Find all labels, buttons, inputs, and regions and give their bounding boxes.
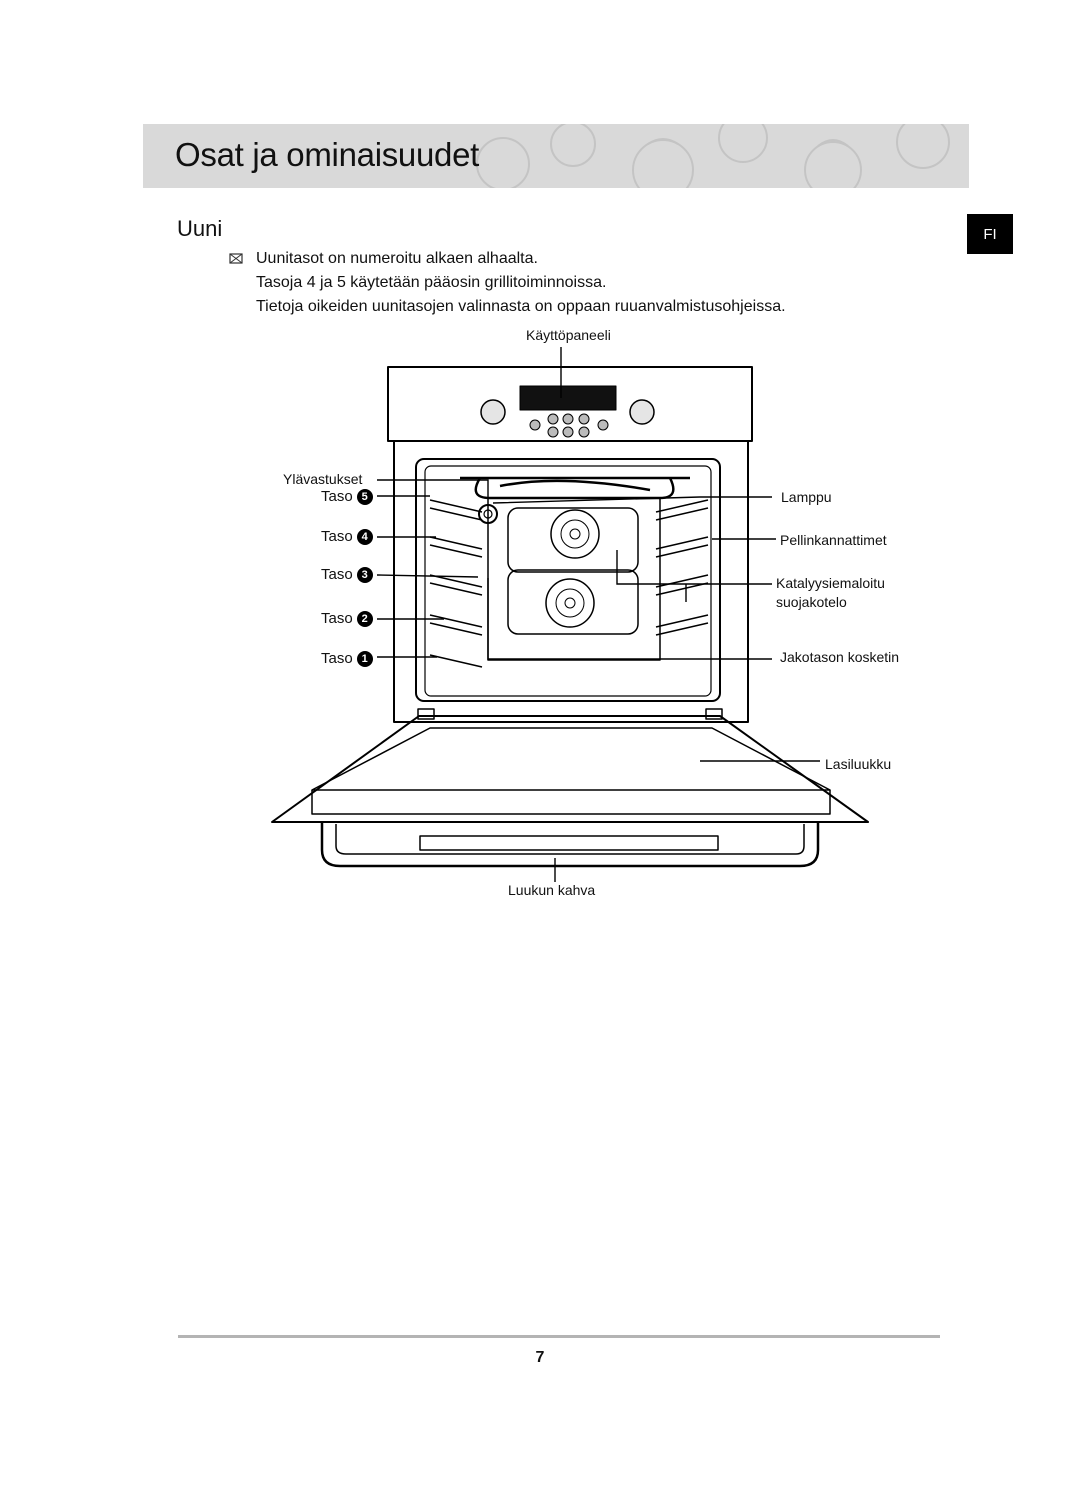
control-button [547, 413, 559, 425]
page-number: 7 [535, 1349, 545, 1366]
label-divider-sensor: Jakotason kosketin [780, 649, 900, 665]
level-text: Taso [321, 528, 353, 545]
note-line: Uunitasot on numeroitu alkaen alhaalta. [256, 250, 538, 267]
level-1-label: Taso 1 [321, 650, 373, 668]
level-5-label: Taso 5 [321, 488, 373, 506]
control-button [597, 419, 609, 431]
note-icon [229, 253, 243, 264]
label-glass-door: Lasiluukku [825, 756, 892, 772]
level-number-badge: 5 [356, 489, 373, 505]
note-line: Tietoja oikeiden uunitasojen valinnasta … [256, 298, 786, 315]
fan-icon [550, 509, 600, 559]
level-3-label: Taso 3 [321, 566, 373, 584]
control-button [578, 413, 590, 425]
top-heater [460, 476, 690, 500]
door-handle [320, 822, 820, 868]
level-text: Taso [321, 566, 353, 583]
level-number-badge: 1 [356, 651, 373, 667]
control-button [529, 419, 541, 431]
display-panel [519, 385, 617, 411]
level-text: Taso [321, 488, 353, 505]
level-number-badge: 3 [356, 567, 373, 583]
control-button [578, 426, 590, 438]
level-number-badge: 4 [356, 529, 373, 545]
control-button [562, 413, 574, 425]
control-button [547, 426, 559, 438]
level-4-label: Taso 4 [321, 528, 373, 546]
function-knob-icon [480, 399, 506, 425]
level-text: Taso [321, 610, 353, 627]
oven-cavity [415, 458, 721, 702]
level-number-badge: 2 [356, 611, 373, 627]
oven-door [271, 715, 869, 823]
oven-body [393, 440, 749, 723]
label-catalytic-line1: Katalyysiemaloitu [776, 575, 885, 591]
control-button [562, 426, 574, 438]
label-door-handle: Luukun kahva [508, 882, 596, 898]
section-title: Uuni [177, 216, 223, 241]
level-text: Taso [321, 650, 353, 667]
header-band: Osat ja ominaisuudet [143, 124, 969, 188]
note-line: Tasoja 4 ja 5 käytetään pääosin grillito… [256, 274, 607, 291]
temperature-knob-icon [629, 399, 655, 425]
label-control-panel: Käyttöpaneeli [526, 327, 611, 343]
footer-divider [178, 1335, 940, 1338]
language-tab: FI [967, 214, 1013, 254]
lamp-icon [478, 504, 498, 524]
tomato-decoration-icon [476, 124, 950, 188]
fan-icon [545, 578, 595, 628]
label-lamp: Lamppu [781, 489, 832, 505]
label-top-supports: Ylävastukset [283, 471, 363, 487]
label-catalytic-line2: suojakotelo [776, 594, 847, 610]
label-shelf-supports: Pellinkannattimet [780, 532, 887, 548]
level-2-label: Taso 2 [321, 610, 373, 628]
page-title: Osat ja ominaisuudet [175, 136, 480, 173]
